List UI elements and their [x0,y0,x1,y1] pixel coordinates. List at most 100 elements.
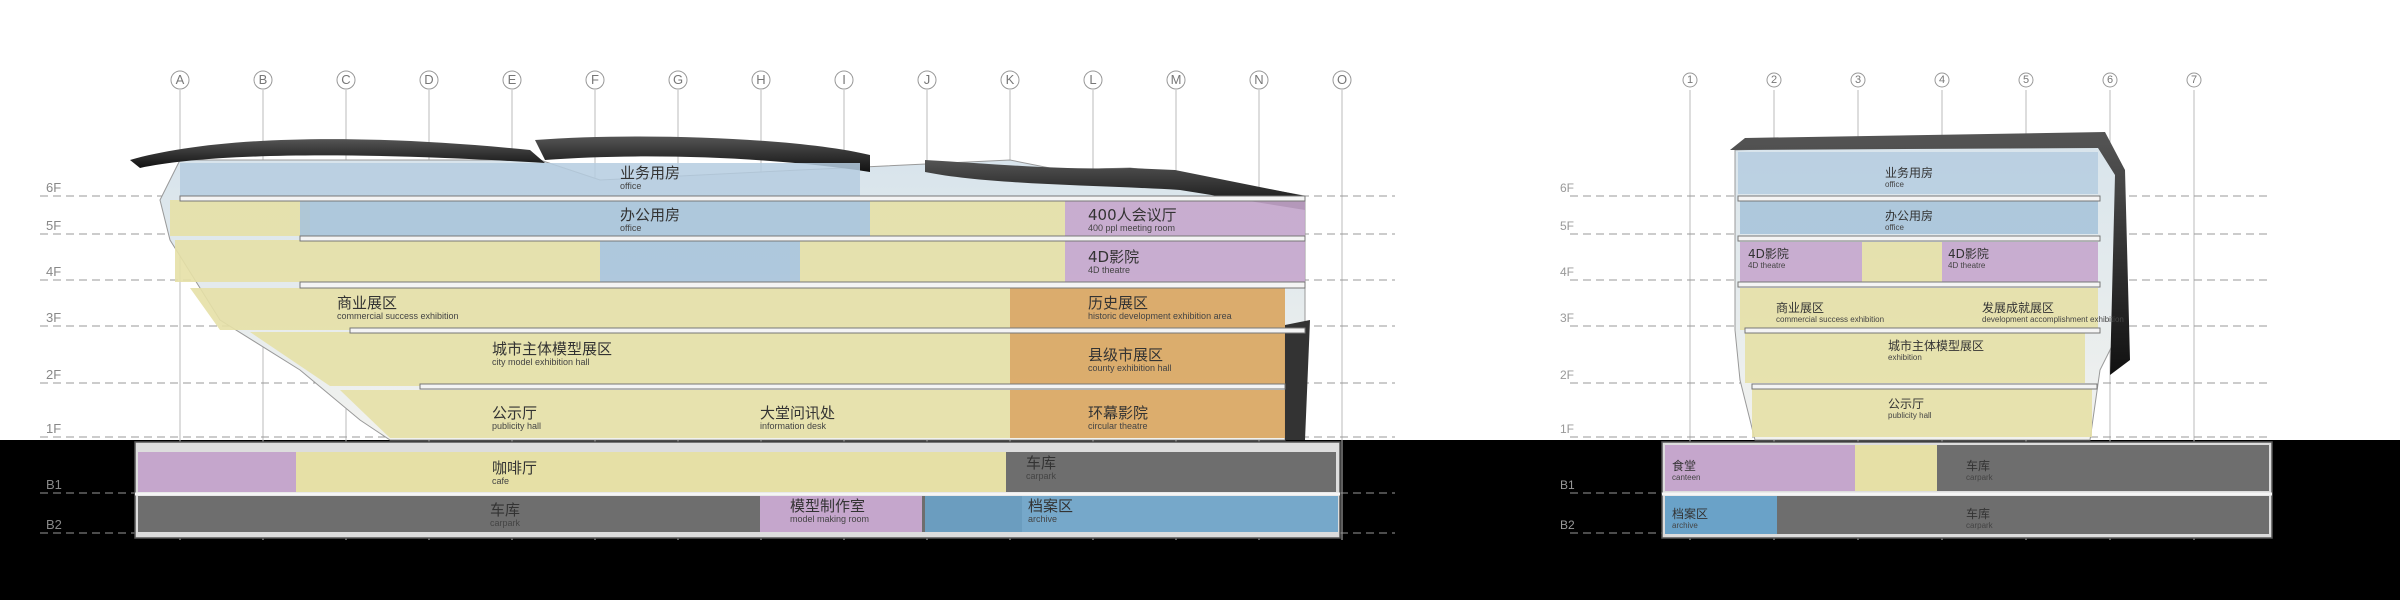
right-grid-label: 1 [1687,74,1693,86]
room-carpark-b2 [138,496,760,532]
left-grid-label: F [591,72,599,87]
room-city-model-2f [250,332,1010,386]
room-office-6f [180,163,860,196]
right-room-label: 车库 [1966,506,1990,521]
left-room-label: 公示厅 [492,404,537,422]
right-grid-bubble [1850,72,1866,88]
left-grid-bubble [585,70,605,90]
right-room-label-en: development accomplishment exhibition [1982,315,2124,324]
left-grid-bubble [1166,70,1186,90]
left-grid-label: M [1171,72,1182,87]
right-room-label-en: 4D theatre [1748,261,1786,270]
left-grid-label: N [1254,72,1263,87]
right-room-label: 公示厅 [1888,397,1924,411]
room-meeting-5f [1065,200,1305,236]
left-room-label: 环幕影院 [1088,404,1148,422]
left-grid-label: I [842,72,846,87]
left-room-label: 档案区 [1028,497,1073,515]
room-commercial-3f [190,288,1010,330]
right-floor-label: B2 [1560,518,1575,532]
left-room-label: 咖啡厅 [492,459,537,477]
right-room-label: 食堂 [1672,458,1696,473]
right-floor-label: 1F [1560,422,1574,436]
right-room-label-en: exhibition [1888,353,1922,362]
room-office-5f [300,200,870,236]
right-floor-label: 6F [1560,181,1574,195]
right-room-label: 办公用房 [1885,208,1933,223]
right-room-label: 4D影院 [1948,247,1989,261]
left-room-label-en: carpark [490,518,521,528]
left-grid-bubble [253,70,273,90]
left-grid-bubble [1083,70,1103,90]
right-room-label-en: canteen [1672,473,1700,482]
left-grid-bubble [834,70,854,90]
left-roof-shell-3 [925,160,1305,210]
right-room-label: 车库 [1966,458,1990,473]
room-exhibit-5f-west [170,200,310,236]
right-room-label-en: carpark [1966,521,1994,530]
left-floor-label: 1F [46,421,61,436]
left-grid-label: D [424,72,433,87]
right-grid-bubble [2102,72,2118,88]
left-room-label-en: model making room [790,514,869,524]
left-floor-label: 5F [46,218,61,233]
left-room-label: 模型制作室 [790,497,865,515]
left-east-wall [1285,320,1310,440]
left-room-label: 车库 [490,501,520,519]
right-room-label: 业务用房 [1885,165,1933,180]
right-room-label-en: office [1885,223,1905,232]
room-theatre-4f [1065,240,1305,282]
room-county-2f [1010,332,1285,386]
left-roof-shell-1 [130,139,545,168]
room-public-1f [340,390,1010,438]
room-canteen-b1 [1665,445,1855,491]
left-room-label: 4D影院 [1088,248,1139,266]
left-room-label-en: 400 ppl meeting room [1088,223,1175,233]
right-room-label-en: office [1885,180,1905,189]
left-grid-label: J [924,72,931,87]
left-grid-bubble [170,70,190,90]
left-room-label-en: historic development exhibition area [1088,311,1232,321]
room-exhibit-4f [175,240,600,282]
left-grid-bubble [1000,70,1020,90]
left-slabs [179,195,1306,390]
left-room-label: 业务用房 [620,164,680,182]
right-room-label-en: commercial success exhibition [1776,315,1884,324]
right-floor-label: 3F [1560,311,1574,325]
left-grid-label: A [176,72,185,87]
left-grid-bubble [336,70,356,90]
left-room-label-en: county exhibition hall [1088,363,1172,373]
room-exhibit-4f-r [1862,242,1942,282]
left-room-label: 400人会议厅 [1088,206,1177,224]
left-grid-label: H [756,72,765,87]
right-floor-label: 2F [1560,368,1574,382]
left-grid-label: B [259,72,268,87]
room-carpark-b1-r [1937,445,2269,491]
left-floor-label: B2 [46,517,62,532]
room-public-1f-r [1752,389,2092,437]
right-grid-label: 5 [2023,74,2029,86]
left-room-label: 办公用房 [620,206,680,224]
right-floor-label: 4F [1560,265,1574,279]
left-room-label-en: 4D theatre [1088,265,1130,275]
left-grid-bubble [917,70,937,90]
right-room-label: 城市主体模型展区 [1888,338,1984,353]
room-theatre-4f-r2 [1942,242,2098,282]
left-grid-label: O [1337,72,1347,87]
right-grid-label: 3 [1855,74,1861,86]
right-grid-label: 7 [2191,74,2197,86]
left-room-label: 商业展区 [337,294,397,312]
right-grid-bubble [1682,72,1698,88]
left-room-label: 大堂问讯处 [760,404,835,422]
left-grid-bubble [668,70,688,90]
left-floor-label: B1 [46,477,62,492]
left-room-label-en: information desk [760,421,827,431]
right-grid-label: 2 [1771,74,1777,86]
room-exhibit-5f-mid [870,200,1065,236]
right-grid-label: 6 [2107,74,2113,86]
left-floor-label: 2F [46,367,61,382]
